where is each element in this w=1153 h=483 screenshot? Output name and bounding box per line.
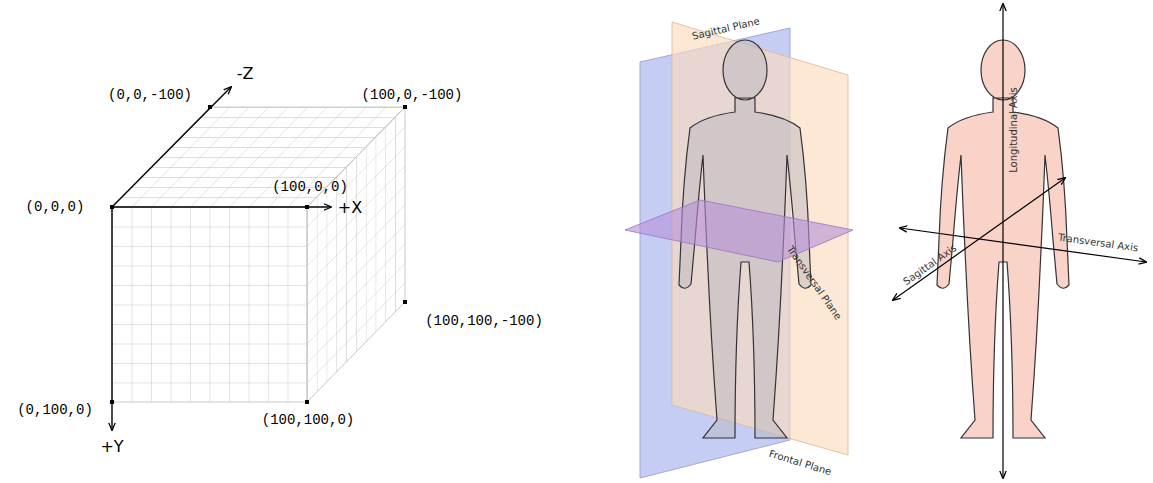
axis-label: +Y (100, 439, 123, 455)
plane-label: Sagittal Plane (691, 16, 760, 41)
longitudinal-axis (1002, 4, 1003, 478)
axis-name: Transversal Axis (1057, 233, 1138, 254)
plane-label: Transversal Plane (785, 244, 843, 321)
axis-label: -Z (237, 66, 254, 82)
transversal-plane (625, 200, 853, 262)
corner-dots (110, 105, 407, 404)
axis-name: Longitudinal Axis (1009, 87, 1019, 173)
axis-name: Sagittal Axis (902, 243, 959, 287)
z-axis (112, 87, 231, 207)
coordinate-label: (100,100,-100) (425, 314, 543, 328)
sagittal-axis (893, 178, 1065, 300)
coordinate-label: (0,0,0) (26, 200, 85, 214)
plane-label: Frontal Plane (768, 449, 833, 478)
axes-figure (893, 4, 1146, 478)
coordinate-label: (0,0,-100) (108, 88, 192, 102)
y-axis (111, 207, 112, 430)
x-axis (112, 206, 331, 207)
coordinate-label: (100,0,0) (272, 180, 348, 194)
coordinate-cube (110, 87, 407, 430)
axis-label: +X (338, 200, 362, 216)
coordinate-label: (100,0,-100) (362, 88, 463, 102)
planes-figure (625, 22, 853, 478)
cube-side-face (307, 107, 405, 402)
coordinate-label: (100,100,0) (262, 413, 354, 427)
cube-front-face (112, 207, 307, 402)
coordinate-label: (0,100,0) (17, 403, 93, 417)
